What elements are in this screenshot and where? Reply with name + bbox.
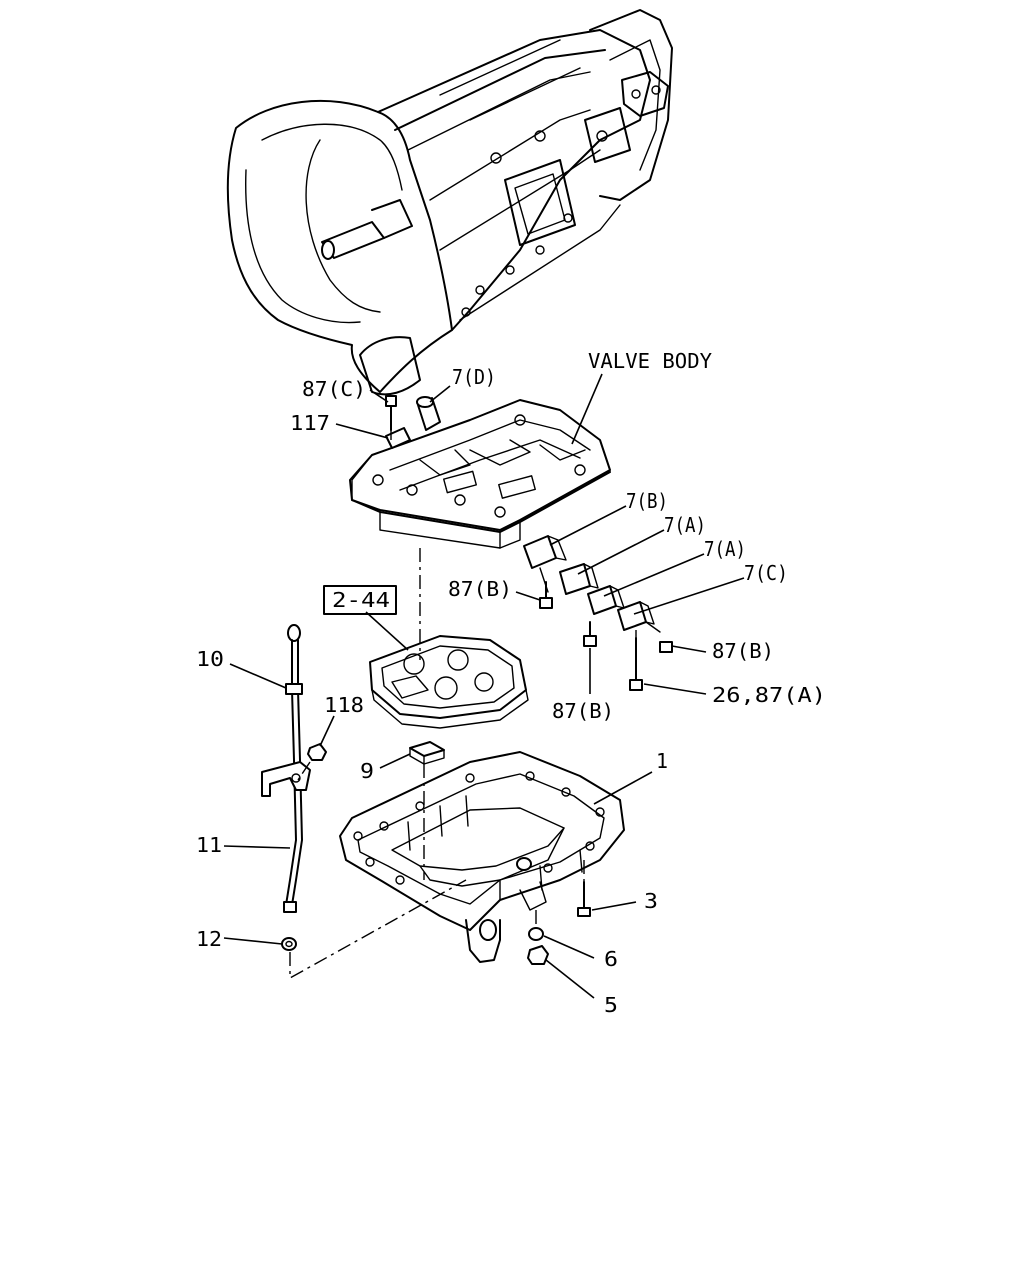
dipstick-bracket: [261, 761, 311, 797]
label-7c: 7(C): [744, 561, 788, 585]
nut-118: [307, 743, 327, 761]
solenoid-7c: [617, 601, 661, 633]
label-1: 1: [656, 749, 668, 773]
solenoid-7a-1: [559, 563, 599, 595]
label-87b-right: 87(B): [712, 639, 774, 663]
solenoid-7d: [416, 396, 441, 431]
bolt-87b-right: [659, 641, 673, 653]
leader-lines: [223, 373, 745, 999]
label-7b: 7(B): [626, 489, 668, 513]
label-6: 6: [604, 947, 618, 971]
label-87c: 87(C): [302, 377, 366, 401]
callout-labels: VALVE BODY 87(C) 7(D) 117 7(B) 7(A) 7(A)…: [196, 349, 826, 1017]
label-7a-2: 7(A): [704, 537, 746, 561]
label-3: 3: [644, 889, 658, 913]
bolt-87b-left: [539, 581, 553, 609]
label-12: 12: [196, 927, 222, 951]
label-9: 9: [360, 759, 374, 783]
bolt-87b-bottom: [583, 621, 597, 647]
dipstick: [283, 624, 303, 913]
transmission-housing: [226, 9, 673, 396]
label-5: 5: [604, 993, 618, 1017]
assembly-lines: [289, 430, 637, 980]
label-26-87a: 26,87(A): [712, 683, 826, 707]
label-10: 10: [196, 647, 224, 671]
oil-strainer: [369, 635, 529, 729]
bolt-26: [629, 637, 643, 691]
ref-box-2-44: [323, 585, 397, 615]
label-7d: 7(D): [452, 365, 496, 389]
solenoid-7a-2: [587, 585, 625, 615]
label-11: 11: [196, 833, 222, 857]
bolt-3: [577, 881, 591, 917]
label-87b-bottom: 87(B): [552, 699, 614, 723]
label-7a-1: 7(A): [664, 513, 706, 537]
solenoid-7b: [523, 535, 567, 593]
oil-pan: [339, 751, 625, 963]
label-valve-body: VALVE BODY: [588, 349, 712, 373]
magnet-9: [409, 741, 445, 765]
label-87b-left: 87(B): [448, 577, 512, 601]
label-118: 118: [324, 693, 364, 717]
label-2-44: 2-44: [332, 588, 390, 612]
washer-117: [385, 427, 411, 449]
valve-body: [349, 399, 611, 549]
washer-12: [281, 937, 297, 951]
drain-plug-5: [527, 945, 549, 965]
washer-6: [528, 927, 544, 941]
label-117: 117: [290, 411, 330, 435]
